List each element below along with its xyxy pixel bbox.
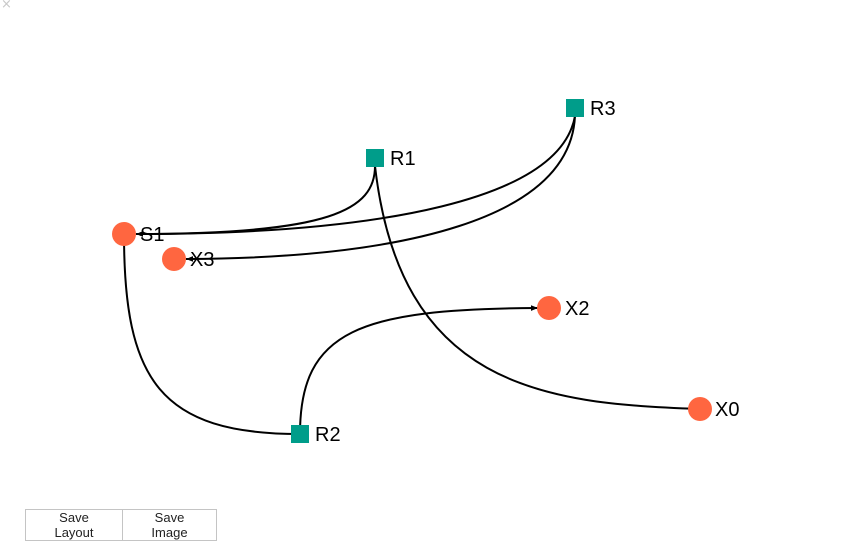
node-r2-label: R2 (315, 424, 341, 446)
node-r2-shape[interactable] (291, 425, 309, 443)
edge-r3-to-x3[interactable] (185, 115, 576, 262)
network-diagram: S1 X3 X2 X0 R1 R3 R2 (112, 98, 739, 446)
node-r1[interactable]: R1 (366, 148, 416, 170)
save-layout-button[interactable]: Save Layout (25, 509, 123, 541)
node-x3-label: X3 (190, 249, 214, 271)
node-x2-label: X2 (565, 298, 589, 320)
save-image-button[interactable]: Save Image (122, 509, 217, 541)
node-r3-shape[interactable] (566, 99, 584, 117)
node-x0-shape[interactable] (688, 397, 712, 421)
node-r2[interactable]: R2 (291, 424, 341, 446)
node-x3[interactable]: X3 (162, 247, 214, 271)
node-x0[interactable]: X0 (688, 397, 739, 421)
node-x2[interactable]: X2 (537, 296, 589, 320)
node-x0-label: X0 (715, 399, 739, 421)
edge-x0-to-r1[interactable] (374, 165, 701, 410)
node-s1[interactable]: S1 (112, 222, 164, 246)
node-r1-label: R1 (390, 148, 416, 170)
edge-r2-to-x2[interactable] (299, 305, 539, 435)
node-x3-shape[interactable] (162, 247, 186, 271)
toolbar: Save Layout Save Image (25, 509, 217, 541)
edge-r3-to-s1[interactable] (135, 115, 576, 237)
node-r3[interactable]: R3 (566, 98, 616, 120)
node-s1-label: S1 (140, 224, 164, 246)
edge-s1-to-r2[interactable] (123, 233, 301, 435)
node-r3-label: R3 (590, 98, 616, 120)
close-icon[interactable]: × (1, 0, 12, 12)
node-r1-shape[interactable] (366, 149, 384, 167)
node-x2-shape[interactable] (537, 296, 561, 320)
node-s1-shape[interactable] (112, 222, 136, 246)
